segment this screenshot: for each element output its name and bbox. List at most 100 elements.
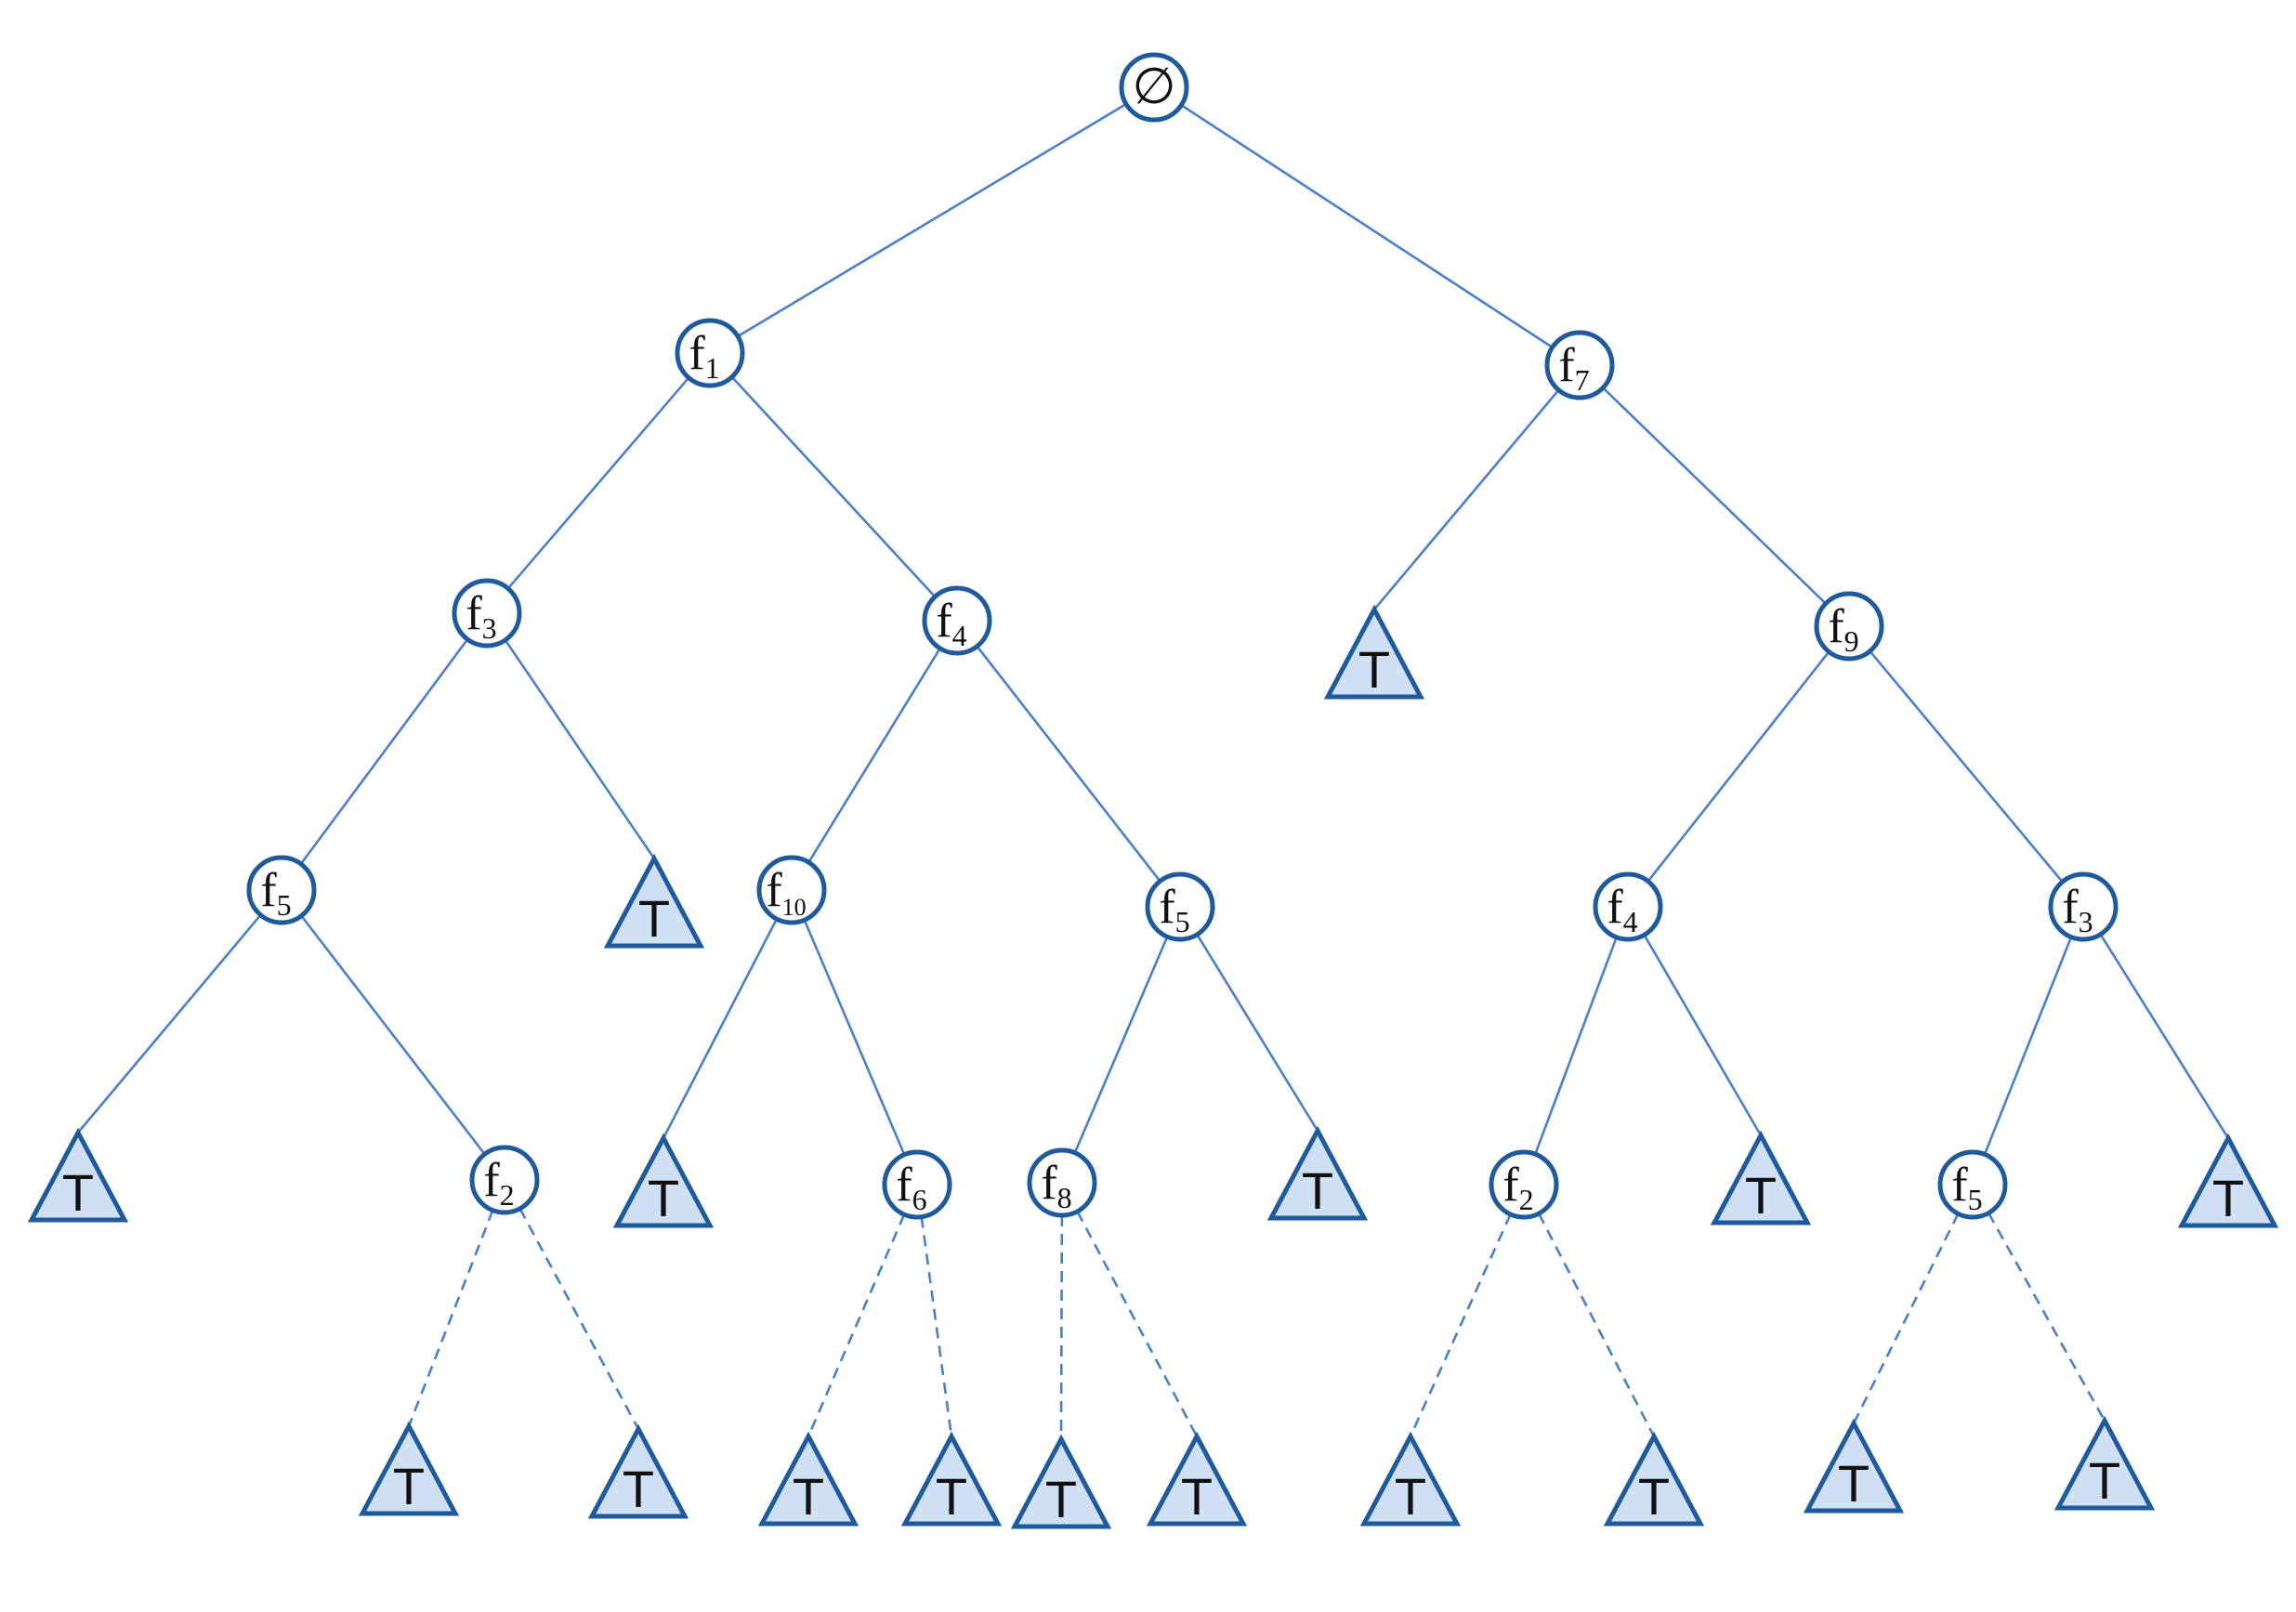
edge-n5-n10 bbox=[1869, 650, 2064, 883]
leaf-t16: T bbox=[1803, 1418, 1905, 1514]
leaf-label: T bbox=[623, 1460, 654, 1518]
leaf-label: T bbox=[648, 1169, 679, 1227]
leaf-label: T bbox=[1358, 640, 1390, 699]
leaf-triangle bbox=[612, 1133, 715, 1228]
node-label: f2 bbox=[483, 1154, 514, 1212]
edge-root-n2 bbox=[1180, 104, 1554, 348]
node-circle bbox=[882, 1149, 952, 1220]
leaf-t3: T bbox=[27, 1127, 129, 1223]
leaf-t5: T bbox=[1266, 1125, 1369, 1221]
edge-n9-t6 bbox=[1643, 934, 1763, 1136]
edge-n13-t13 bbox=[1076, 1211, 1199, 1437]
node-n3: f3 bbox=[452, 578, 522, 649]
node-label: f6 bbox=[896, 1159, 926, 1216]
leaf-t14: T bbox=[1359, 1431, 1462, 1527]
node-label: f8 bbox=[1041, 1157, 1071, 1214]
leaf-label: T bbox=[638, 889, 670, 948]
node-n6: f5 bbox=[246, 855, 317, 925]
edge-n6-t3 bbox=[77, 913, 262, 1134]
edge-n10-t7 bbox=[2099, 933, 2230, 1139]
leaf-t1: T bbox=[1323, 604, 1425, 700]
node-circle bbox=[1027, 1147, 1097, 1218]
leaf-triangle bbox=[900, 1431, 1003, 1527]
edge-n1-n3 bbox=[506, 376, 690, 590]
node-circle bbox=[1814, 591, 1884, 662]
edge-n2-n5 bbox=[1602, 387, 1827, 605]
leaf-triangle bbox=[757, 1431, 859, 1527]
leaf-t6: T bbox=[1710, 1130, 1812, 1225]
edge-n14-t15 bbox=[1537, 1212, 1656, 1437]
leaf-label: T bbox=[1045, 1470, 1077, 1528]
node-label: f5 bbox=[260, 864, 291, 922]
edge-n13-t12 bbox=[1059, 1214, 1064, 1440]
node-circle bbox=[1489, 1149, 1559, 1220]
leaf-label: T bbox=[936, 1467, 967, 1526]
leaf-label: T bbox=[62, 1163, 94, 1222]
node-label: f9 bbox=[1828, 600, 1858, 658]
edge-n5-n9 bbox=[1647, 650, 1830, 883]
leaf-label: T bbox=[2089, 1451, 2120, 1510]
edge-n15-t17 bbox=[1987, 1212, 2106, 1422]
leaf-triangle bbox=[1710, 1130, 1812, 1225]
edges-layer bbox=[77, 102, 2230, 1440]
edge-n11-t8 bbox=[407, 1210, 494, 1427]
leaf-t11: T bbox=[900, 1431, 1003, 1527]
nodes-layer: ∅ f1 f7 f3 f4 f9 f5 f10 f5 f4 f3 f2 f6 f8 f2 f5 bbox=[246, 52, 2119, 1220]
leaf-triangle bbox=[1010, 1434, 1112, 1529]
edge-root-n1 bbox=[737, 102, 1127, 338]
leaf-t12: T bbox=[1010, 1434, 1112, 1529]
node-circle bbox=[246, 855, 317, 925]
leaf-triangle bbox=[1803, 1418, 1905, 1514]
leaf-triangle bbox=[603, 853, 705, 949]
leaf-t17: T bbox=[2053, 1415, 2156, 1511]
node-label: f3 bbox=[2062, 881, 2093, 938]
node-n11: f2 bbox=[469, 1145, 540, 1215]
leaf-label: T bbox=[1181, 1467, 1213, 1526]
node-label: f4 bbox=[936, 595, 966, 652]
node-label: ∅ bbox=[1132, 59, 1175, 114]
leaf-label: T bbox=[1395, 1467, 1426, 1526]
edge-n8-n13 bbox=[1073, 936, 1169, 1154]
node-label: f10 bbox=[766, 864, 806, 921]
edge-n10-n15 bbox=[1983, 937, 2073, 1155]
leaf-triangle bbox=[1146, 1431, 1248, 1527]
leaf-triangle bbox=[2053, 1415, 2156, 1511]
edge-n8-t5 bbox=[1196, 934, 1319, 1132]
node-circle bbox=[1145, 872, 1215, 942]
leaf-triangle bbox=[1266, 1125, 1369, 1221]
leaf-triangle bbox=[1603, 1431, 1705, 1527]
edge-n2-t1 bbox=[1373, 388, 1560, 610]
edge-n14-t14 bbox=[1409, 1213, 1512, 1437]
node-n2: f7 bbox=[1544, 330, 1615, 400]
edge-n15-t16 bbox=[1852, 1212, 1960, 1424]
leaf-t8: T bbox=[358, 1421, 460, 1516]
edge-n9-n14 bbox=[1534, 937, 1618, 1155]
node-n8: f5 bbox=[1145, 872, 1215, 942]
node-label: f4 bbox=[1607, 881, 1637, 938]
node-label: f3 bbox=[466, 587, 496, 645]
node-circle bbox=[469, 1145, 540, 1215]
leaf-triangle bbox=[1323, 604, 1425, 700]
node-label: f5 bbox=[1951, 1159, 1982, 1216]
node-circle bbox=[922, 585, 992, 656]
node-circle bbox=[1544, 330, 1615, 400]
node-circle bbox=[675, 318, 745, 388]
leaf-triangle bbox=[587, 1423, 689, 1519]
node-n13: f8 bbox=[1027, 1147, 1097, 1218]
node-label: f2 bbox=[1502, 1159, 1533, 1216]
node-n15: f5 bbox=[1937, 1149, 2008, 1220]
leaf-triangle bbox=[1359, 1431, 1462, 1527]
edge-n7-n12 bbox=[803, 919, 906, 1156]
node-circle bbox=[452, 578, 522, 649]
node-label: f7 bbox=[1558, 339, 1589, 397]
leaf-t13: T bbox=[1146, 1431, 1248, 1527]
edge-n3-t2 bbox=[504, 639, 656, 859]
node-n1: f1 bbox=[675, 318, 745, 388]
leaf-t4: T bbox=[612, 1133, 715, 1228]
leaf-label: T bbox=[1302, 1161, 1333, 1220]
leaf-triangle bbox=[358, 1421, 460, 1516]
node-label: f1 bbox=[689, 327, 719, 385]
edge-n11-t9 bbox=[518, 1208, 640, 1430]
